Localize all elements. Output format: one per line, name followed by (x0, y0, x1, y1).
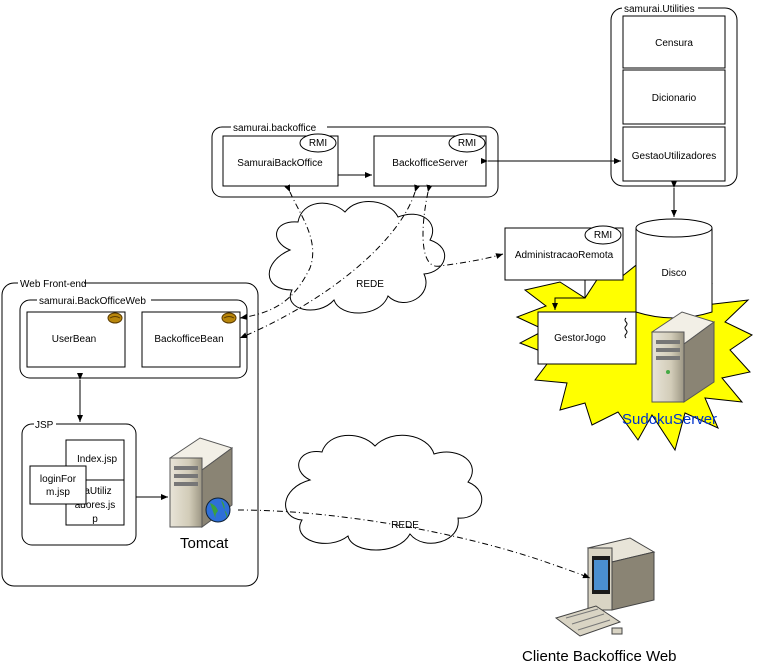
svg-text:m.jsp: m.jsp (46, 487, 70, 498)
globe-icon (205, 497, 231, 523)
svg-text:Index.jsp: Index.jsp (77, 454, 117, 465)
component-administracao-remota[interactable]: AdministracaoRemota RMI (504, 225, 624, 281)
package-jsp: JSP aUtiliz adores.js p Index.jsp loginF… (21, 420, 137, 546)
svg-text:loginFor: loginFor (40, 474, 77, 485)
rmi-badge (584, 225, 622, 245)
scroll-icon (624, 317, 628, 339)
svg-text:UserBean: UserBean (52, 334, 96, 345)
package-samurai-backoffice: samurai.backoffice SamuraiBackOffice RMI… (211, 123, 499, 198)
package-samurai-backofficeweb: samurai.BackOfficeWeb UserBean Backoffic… (19, 296, 248, 379)
component-user-bean[interactable]: UserBean (26, 311, 126, 368)
svg-text:Censura: Censura (655, 38, 693, 49)
svg-text:BackofficeBean: BackofficeBean (154, 334, 223, 345)
rmi-link-server-bean (239, 184, 420, 339)
connectors (77, 158, 677, 500)
package-label-jsp: JSP (35, 420, 54, 431)
component-gestao-utilizadores[interactable]: GestaoUtilizadores (622, 126, 726, 182)
svg-text:aUtiliz: aUtiliz (84, 486, 111, 497)
svg-text:AdministracaoRemota: AdministracaoRemota (515, 250, 614, 261)
component-censura[interactable]: Censura (622, 15, 726, 69)
svg-text:Dicionario: Dicionario (652, 93, 697, 104)
package-label-utilities: samurai.Utilities (624, 4, 695, 15)
package-label-backofficeweb: samurai.BackOfficeWeb (39, 296, 146, 307)
svg-text:SamuraiBackOffice: SamuraiBackOffice (237, 158, 323, 169)
client-label: Cliente Backoffice Web (522, 648, 677, 665)
disco-storage[interactable]: Disco (635, 218, 713, 319)
tomcat-server-icon (168, 437, 234, 528)
rmi-link-server-admin (422, 184, 504, 267)
tomcat-label: Tomcat (180, 535, 229, 552)
coffee-bean-icon (221, 312, 237, 324)
network-cloud-top: REDE (268, 200, 446, 314)
svg-text:Disco: Disco (661, 268, 686, 279)
component-backoffice-server[interactable]: BackofficeServer RMI (373, 133, 487, 187)
coffee-bean-icon (107, 312, 123, 324)
svg-text:GestaoUtilizadores: GestaoUtilizadores (632, 151, 716, 162)
connector-admin-gestor (552, 280, 586, 310)
component-backoffice-bean[interactable]: BackofficeBean (141, 311, 241, 368)
file-login-form-jsp[interactable]: loginFor m.jsp (29, 465, 87, 505)
component-dicionario[interactable]: Dicionario (622, 69, 726, 125)
desktop-computer-icon (554, 537, 656, 637)
network-links (237, 184, 591, 579)
svg-text:GestorJogo: GestorJogo (554, 333, 606, 344)
sudoku-server-label: SudokuServer (622, 411, 717, 428)
network-cloud-bottom: REDE (285, 434, 483, 551)
svg-text:adores.js: adores.js (75, 500, 116, 511)
component-gestor-jogo[interactable]: GestorJogo (537, 311, 637, 365)
svg-text:p: p (92, 514, 98, 525)
svg-text:RMI: RMI (309, 138, 327, 149)
svg-text:REDE: REDE (391, 520, 419, 531)
svg-text:RMI: RMI (458, 138, 476, 149)
package-samurai-utilities: samurai.Utilities Censura Dicionario Ges… (610, 4, 738, 187)
http-link-tomcat-client (237, 509, 591, 579)
rmi-badge (448, 133, 486, 153)
package-label-backoffice: samurai.backoffice (233, 123, 317, 134)
svg-text:RMI: RMI (594, 230, 612, 241)
package-label-web-frontend: Web Front-end (20, 279, 87, 290)
server-tower-icon (650, 311, 716, 403)
component-samurai-backoffice[interactable]: SamuraiBackOffice RMI (222, 133, 339, 187)
rmi-badge (299, 133, 337, 153)
svg-text:BackofficeServer: BackofficeServer (392, 158, 468, 169)
svg-text:REDE: REDE (356, 279, 384, 290)
